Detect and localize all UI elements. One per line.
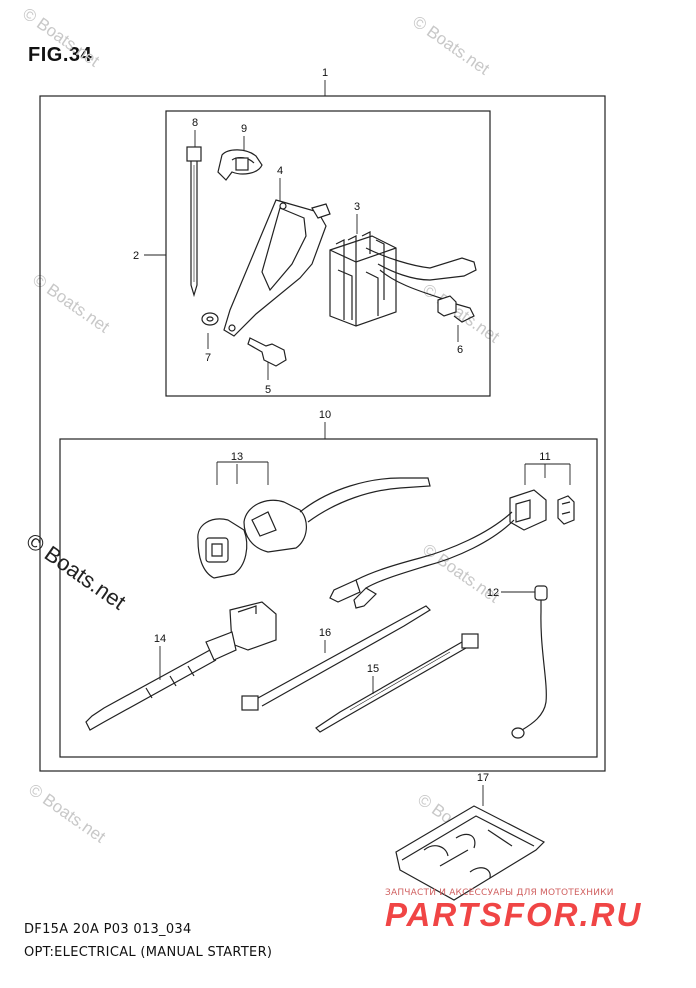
callout-9: 9 xyxy=(241,123,247,135)
callout-8: 8 xyxy=(192,117,198,129)
clamp-part-9 xyxy=(217,149,263,181)
harness-part-11 xyxy=(329,489,575,609)
callout-5: 5 xyxy=(265,384,271,396)
callout-2: 2 xyxy=(133,250,139,262)
cable-tie-part-15 xyxy=(315,633,479,733)
brand-tagline: ЗАПЧАСТИ И АКСЕССУАРЫ ДЛЯ МОТОТЕХНИКИ xyxy=(385,888,614,898)
subassembly-frame-lower xyxy=(59,438,598,758)
cable-tie-part-8 xyxy=(186,146,202,298)
connector-part-14 xyxy=(85,601,277,731)
callout-6: 6 xyxy=(457,344,463,356)
callout-13: 13 xyxy=(231,451,243,463)
ground-wire-part-12 xyxy=(511,585,548,739)
assembly-frame xyxy=(39,95,606,772)
diagram-caption: OPT:ELECTRICAL (MANUAL STARTER) xyxy=(24,945,273,960)
bolt-part-5 xyxy=(247,337,287,367)
callout-1: 1 xyxy=(322,67,328,79)
callout-17: 17 xyxy=(477,772,489,784)
brand-logo: PARTSFOR.RU xyxy=(385,896,643,933)
washer-part-7 xyxy=(201,312,219,326)
bag-part-17 xyxy=(395,805,546,901)
cable-tie-part-16 xyxy=(241,605,431,711)
bolt-part-6 xyxy=(437,295,475,323)
callout-10: 10 xyxy=(319,409,331,421)
callout-4: 4 xyxy=(277,165,283,177)
callout-labels: 1 2 3 4 5 6 7 8 9 10 11 12 13 14 15 16 1… xyxy=(133,67,551,784)
diagram-code: DF15A 20A P03 013_034 xyxy=(24,922,192,937)
callout-11: 11 xyxy=(539,451,550,463)
figure-title: FIG.34 xyxy=(28,44,93,66)
subassembly-frame-upper xyxy=(165,110,491,397)
brand-logo-block: ЗАПЧАСТИ И АКСЕССУАРЫ ДЛЯ МОТОТЕХНИКИ PA… xyxy=(385,888,685,934)
callout-16: 16 xyxy=(319,627,331,639)
callout-15: 15 xyxy=(367,663,379,675)
bracket-part-4 xyxy=(223,199,331,337)
connector-part-13 xyxy=(197,477,431,579)
callout-3: 3 xyxy=(354,201,360,213)
rectifier-part-3 xyxy=(329,231,477,327)
leader-lines xyxy=(144,80,571,806)
callout-12: 12 xyxy=(487,587,499,599)
callout-7: 7 xyxy=(205,352,211,364)
callout-14: 14 xyxy=(154,633,166,645)
